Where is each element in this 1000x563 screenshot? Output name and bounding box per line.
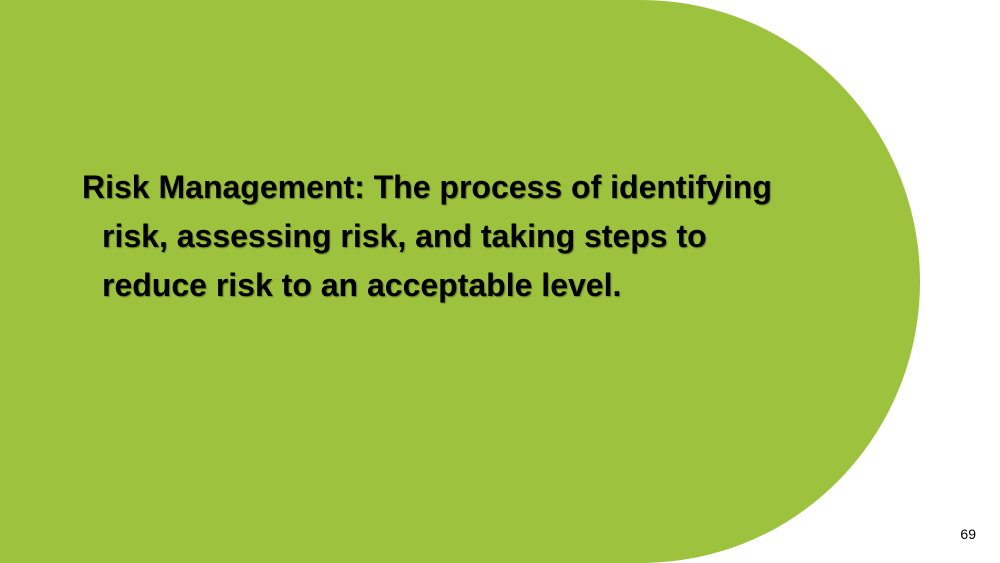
green-shape-path: [0, 0, 920, 563]
definition-text: Risk Management: The process of identify…: [82, 169, 772, 303]
page-number: 69: [960, 526, 976, 542]
green-rounded-shape: [0, 0, 920, 563]
